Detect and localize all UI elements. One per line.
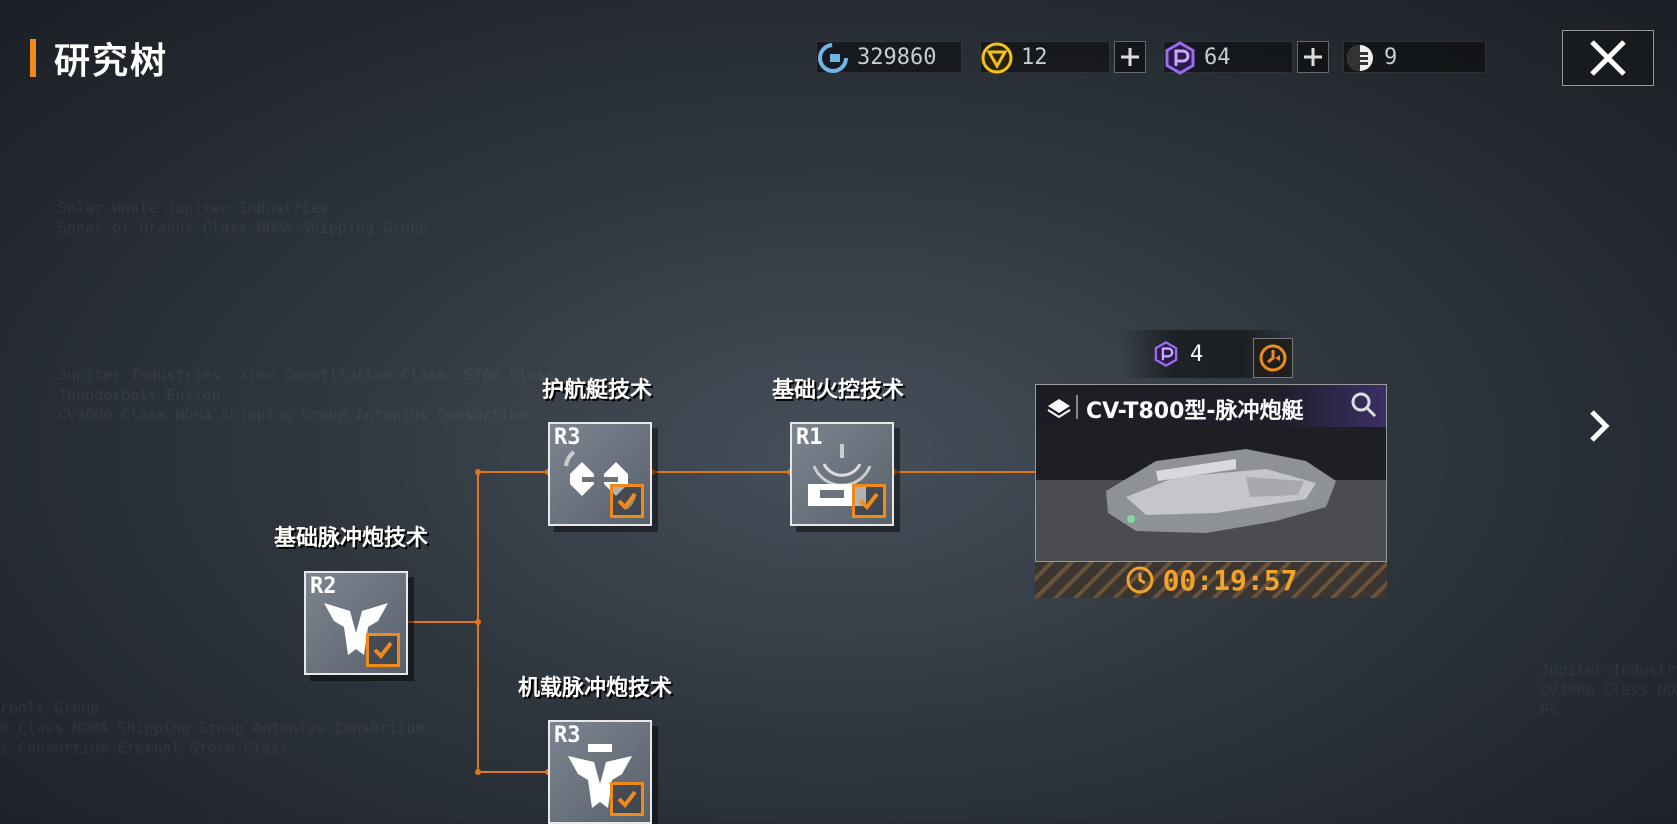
completed-check-icon — [610, 782, 644, 816]
completed-check-icon — [610, 484, 644, 518]
carrier-pulse-cannon-icon — [568, 744, 632, 808]
gunboat-ship-icon — [1106, 449, 1336, 533]
gold-token-icon — [981, 42, 1013, 74]
clock-icon — [1126, 566, 1154, 594]
close-icon — [1590, 40, 1626, 76]
purple-p-token-icon — [1165, 41, 1195, 75]
resource-credits: 329860 — [816, 40, 962, 74]
resource-chip: 9 — [1343, 40, 1486, 74]
tech-node-base-pulse[interactable]: R2 — [304, 571, 408, 675]
magnify-icon[interactable] — [1350, 391, 1378, 419]
node-rank: R3 — [554, 425, 581, 450]
research-timer: 00:19:57 — [1035, 562, 1387, 598]
resource-purple-value: 64 — [1204, 44, 1231, 70]
pulse-cannon-icon — [324, 603, 388, 655]
ship-name: CV-T800型-脉冲炮艇 — [1086, 399, 1304, 424]
research-timer-value: 00:19:57 — [1162, 563, 1298, 597]
page-title: 研究树 — [30, 38, 168, 82]
resource-chip-value: 9 — [1384, 44, 1398, 70]
close-button[interactable] — [1562, 30, 1654, 86]
next-page-arrow[interactable] — [1588, 408, 1612, 453]
research-card[interactable]: CV-T800型-脉冲炮艇 — [1035, 384, 1387, 562]
resource-purple: 64 — [1163, 40, 1329, 75]
completed-check-icon — [366, 633, 400, 667]
resource-gold: 12 — [980, 40, 1146, 74]
chip-token-icon — [1347, 45, 1373, 71]
title-accent-bar — [30, 39, 36, 77]
tech-node-carrier-pulse[interactable]: R3 — [548, 720, 652, 824]
research-card-header: CV-T800型-脉冲炮艇 — [1036, 385, 1386, 427]
speed-up-button[interactable] — [1253, 338, 1293, 378]
node-label-escort: 护航艇技术 — [542, 378, 653, 403]
node-rank: R3 — [554, 723, 581, 748]
fast-forward-clock-icon — [1259, 344, 1287, 372]
plus-icon — [1121, 48, 1139, 66]
resource-gold-value: 12 — [1021, 44, 1048, 70]
completed-check-icon — [852, 484, 886, 518]
tech-node-escort[interactable]: R3 — [548, 422, 652, 526]
add-purple-button[interactable] — [1297, 41, 1329, 73]
node-label-fire-control: 基础火控技术 — [772, 378, 905, 403]
purple-p-token-icon — [1154, 340, 1178, 368]
credit-cycle-icon — [818, 43, 848, 73]
tech-node-fire-control[interactable]: R1 — [790, 422, 894, 526]
layers-icon — [1047, 399, 1071, 419]
resource-credits-value: 329860 — [857, 44, 937, 70]
page-title-text: 研究树 — [54, 41, 169, 82]
node-label-base-pulse: 基础脉冲炮技术 — [274, 526, 429, 551]
node-rank: R1 — [796, 425, 823, 450]
node-rank: R2 — [310, 574, 337, 599]
header-divider — [1076, 395, 1078, 419]
add-gold-button[interactable] — [1114, 41, 1146, 73]
plus-icon — [1304, 48, 1322, 66]
fire-control-radar-icon — [808, 444, 872, 506]
node-label-carrier-pulse: 机载脉冲炮技术 — [518, 676, 673, 701]
research-cost-value: 4 — [1190, 341, 1204, 367]
chevron-right-icon — [1590, 410, 1610, 442]
